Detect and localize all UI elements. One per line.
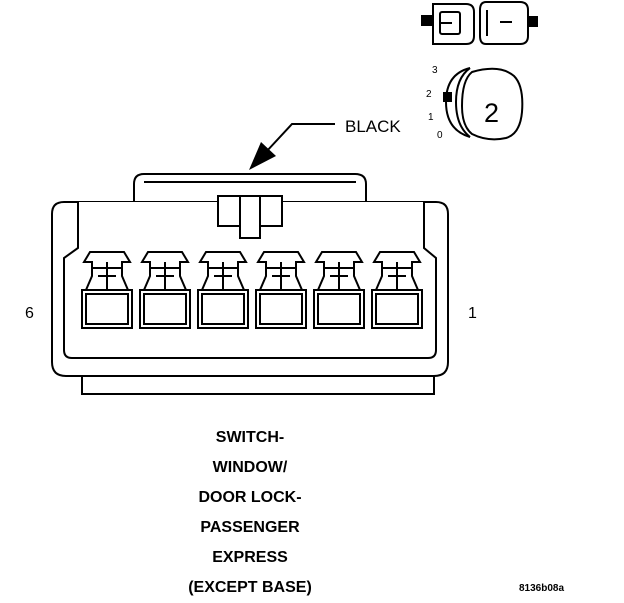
key-position-icon: [443, 67, 524, 141]
terminal-cavity: [371, 251, 423, 329]
terminal-cavity: [139, 251, 191, 329]
terminal-cavity: [197, 251, 249, 329]
pin-number-left: 6: [25, 305, 34, 322]
terminal-cavity: [81, 251, 133, 329]
figure-code: 8136b08a: [519, 583, 565, 594]
caption-line: (EXCEPT BASE): [188, 579, 312, 596]
key-position-label: 3: [432, 65, 438, 76]
connector-caption: SWITCH- WINDOW/ DOOR LOCK- PASSENGER EXP…: [120, 423, 380, 603]
caption-line: SWITCH-: [215, 429, 285, 446]
key-position-label: 2: [426, 89, 432, 100]
key-position-label: 0: [437, 130, 443, 141]
cavity-group: [81, 251, 423, 329]
terminal-cavity: [255, 251, 307, 329]
caption-line: DOOR LOCK-: [198, 489, 302, 506]
caption-line: PASSENGER: [200, 519, 300, 536]
key-number: 2: [484, 98, 500, 128]
key-position-label: 1: [428, 112, 434, 123]
terminal-cavity: [313, 251, 365, 329]
connector-symbol-icon: [421, 1, 538, 45]
wire-color-leader: [249, 123, 335, 170]
caption-line: EXPRESS: [212, 549, 288, 566]
pin-number-right: 1: [468, 305, 477, 322]
wire-color-label: BLACK: [345, 117, 401, 136]
caption-line: WINDOW/: [212, 459, 288, 476]
